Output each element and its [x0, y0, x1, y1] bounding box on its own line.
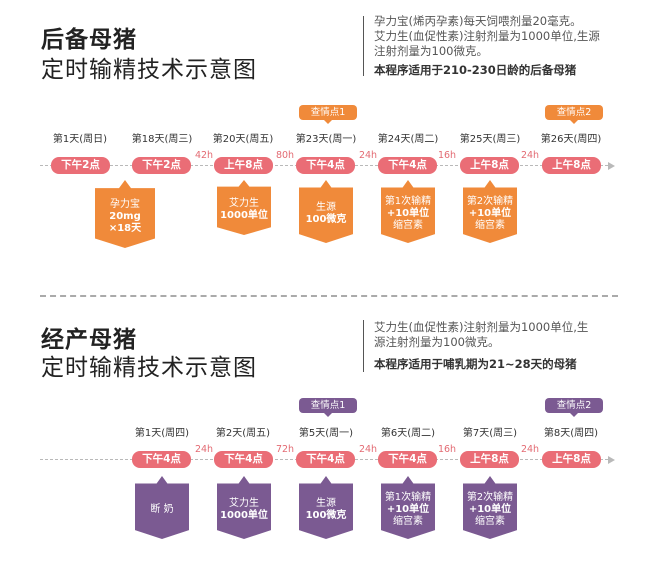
section2-time-4: 下午4点 [378, 451, 437, 468]
section1-time-5: 下午4点 [378, 157, 437, 174]
section1-gap-4: 16h [437, 150, 457, 161]
section2-title-bold: 经产母猪 [41, 327, 137, 353]
section1-timeline-arrow-icon [608, 162, 615, 170]
section1-note-3: 注射剂量为100微克。 [374, 44, 488, 58]
section1-callout-insemination-2: 第2次输精 +10单位 缩宫素 [463, 180, 517, 243]
section2-day-1: 第1天(周四) [134, 428, 190, 439]
section2-note-bold: 本程序适用于哺乳期为21~28天的母猪 [374, 357, 577, 371]
section2-callout-insemination-2: 第2次输精 +10单位 缩宫素 [463, 476, 517, 539]
section1-callout-insemination-1: 第1次输精 +10单位 缩宫素 [381, 180, 435, 243]
section2-day-6: 第8天(周四) [543, 428, 599, 439]
section2-gap-2: 72h [275, 444, 295, 455]
section1-day-2: 第18天(周三) [131, 134, 193, 145]
section2-timeline-arrow-icon [608, 456, 615, 464]
section2-check-point-1: 查情点1 [299, 398, 357, 417]
section1-check-point-1: 查情点1 [299, 105, 357, 124]
section2-title-sub: 定时输精技术示意图 [41, 355, 257, 381]
section1-title-bold: 后备母猪 [41, 27, 137, 53]
section1-time-3: 上午8点 [214, 157, 273, 174]
section2-check-point-2: 查情点2 [545, 398, 603, 417]
section1-time-2: 下午2点 [132, 157, 191, 174]
section1-time-7: 上午8点 [542, 157, 601, 174]
section2-gap-1: 24h [194, 444, 214, 455]
section2-note-1: 艾力生(血促性素)注射剂量为1000单位,生 [374, 320, 589, 334]
section2-time-3: 下午4点 [296, 451, 355, 468]
section1-note-1: 孕力宝(烯丙孕素)每天饲喂剂量20毫克。 [374, 14, 582, 28]
section2-time-1: 下午4点 [132, 451, 191, 468]
section2-gap-4: 16h [437, 444, 457, 455]
section1-note-2: 艾力生(血促性素)注射剂量为1000单位,生源 [374, 29, 600, 43]
section2-day-4: 第6天(周二) [380, 428, 436, 439]
section2-gap-3: 24h [358, 444, 378, 455]
section2-time-5: 上午8点 [460, 451, 519, 468]
section1-day-4: 第23天(周一) [295, 134, 357, 145]
section1-day-7: 第26天(周四) [540, 134, 602, 145]
section2-day-2: 第2天(周五) [215, 428, 271, 439]
section1-gap-1: 42h [194, 150, 214, 161]
section1-day-5: 第24天(周二) [377, 134, 439, 145]
section1-time-1: 下午2点 [51, 157, 110, 174]
section1-check-point-2: 查情点2 [545, 105, 603, 124]
section1-gap-3: 24h [358, 150, 378, 161]
section1-day-1: 第1天(周日) [52, 134, 108, 145]
section1-callout-pmsg: 艾力生 1000单位 [217, 180, 271, 235]
section2-callout-insemination-1: 第1次输精 +10单位 缩宫素 [381, 476, 435, 539]
section1-title-sub: 定时输精技术示意图 [41, 57, 257, 83]
section1-callout-gnrh: 生源 100微克 [299, 180, 353, 243]
section2-day-5: 第7天(周三) [462, 428, 518, 439]
section2-time-6: 上午8点 [542, 451, 601, 468]
section1-gap-2: 80h [275, 150, 295, 161]
section1-callout-regumate: 孕力宝 20mg ×18天 [95, 180, 155, 248]
section2-callout-weaning: 断 奶 [135, 476, 189, 539]
section2-time-2: 下午4点 [214, 451, 273, 468]
section2-note-divider [363, 320, 364, 372]
section-divider [40, 295, 618, 297]
section2-callout-pmsg: 艾力生 1000单位 [217, 476, 271, 539]
section2-note-2: 源注射剂量为100微克。 [374, 335, 500, 349]
section1-time-6: 上午8点 [460, 157, 519, 174]
section1-time-4: 下午4点 [296, 157, 355, 174]
section1-day-6: 第25天(周三) [459, 134, 521, 145]
section1-gap-5: 24h [520, 150, 540, 161]
section1-note-divider [363, 16, 364, 76]
section2-callout-gnrh: 生源 100微克 [299, 476, 353, 539]
section1-note-bold: 本程序适用于210-230日龄的后备母猪 [374, 63, 577, 77]
section2-gap-5: 24h [520, 444, 540, 455]
section1-day-3: 第20天(周五) [212, 134, 274, 145]
section2-day-3: 第5天(周一) [298, 428, 354, 439]
